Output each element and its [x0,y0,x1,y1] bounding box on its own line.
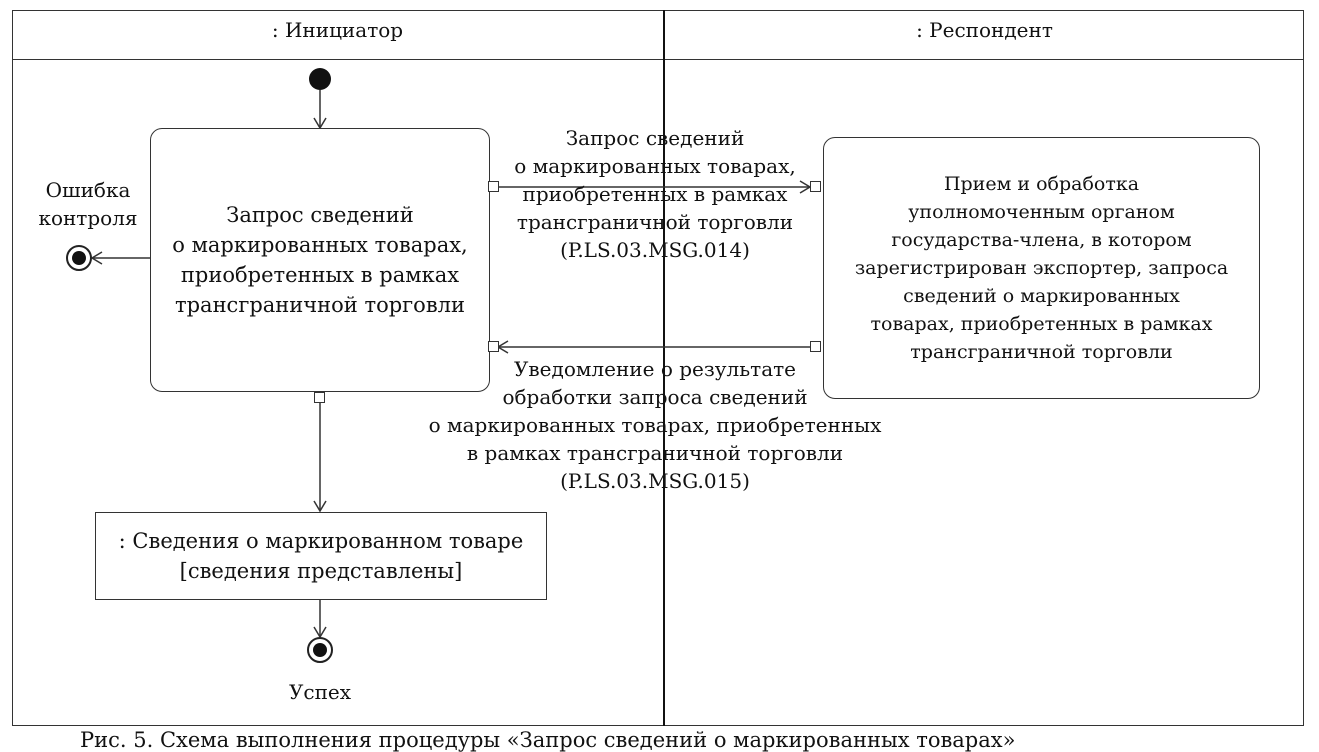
activity-request-label: Запрос сведений о маркированных товарах,… [172,203,468,317]
pin-processing-out [810,341,821,352]
pin-processing-in [810,181,821,192]
swimlane-frame [12,10,1304,726]
request-message-label: Запрос сведений о маркированных товарах,… [514,126,796,262]
pin-request-out [488,181,499,192]
activity-request: Запрос сведений о маркированных товарах,… [150,128,490,392]
arrowhead-object [313,500,327,513]
object-node-goods-info: : Сведения о маркированном товаре [сведе… [95,512,547,600]
object-node-title: : Сведения о маркированном товаре [118,529,524,553]
figure-caption: Рис. 5. Схема выполнения процедуры «Запр… [80,728,1016,752]
success-final-label: Успех [288,680,352,704]
swimlane-divider [663,10,665,726]
pin-request-in [488,341,499,352]
activity-processing-label: Прием и обработка уполномоченным органом… [854,173,1229,363]
error-final-node-inner [72,251,86,265]
lane-title-respondent: : Респондент [916,18,1053,42]
swimlane-header-row [12,10,1304,60]
object-node-state: [сведения представлены] [179,559,463,583]
error-final-label: Ошибка контроля [38,178,138,230]
lane-title-initiator: : Инициатор [271,18,404,42]
success-final-node-inner [313,643,327,657]
pin-request-object-out [314,392,325,403]
activity-processing: Прием и обработка уполномоченным органом… [823,137,1260,399]
response-message-label: Уведомление о результате обработки запро… [428,357,882,493]
initial-node [309,68,331,90]
